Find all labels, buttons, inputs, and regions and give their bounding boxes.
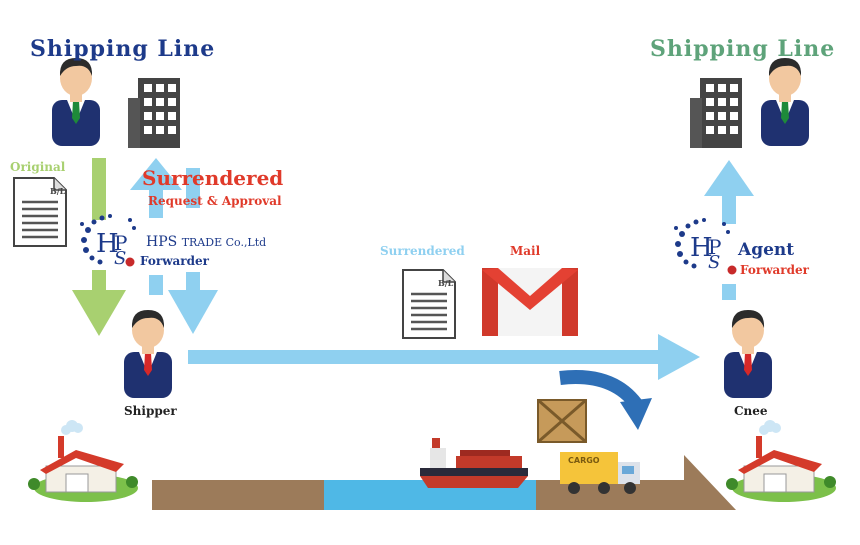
surrendered-request-arrow-up xyxy=(130,158,182,295)
shipper-label: Shipper xyxy=(124,404,177,418)
forwarder-right-label: Forwarder xyxy=(740,263,809,277)
cnee-person-icon xyxy=(724,310,772,398)
shipping-line-left-person-icon xyxy=(52,58,100,146)
cargo-truck-label: CARGO xyxy=(568,456,600,465)
forwarder-dot-right-icon xyxy=(727,265,737,275)
surrendered-title-label: Surrendered xyxy=(142,166,284,190)
cargo-truck-icon xyxy=(560,452,640,494)
forwarder-left-label: Forwarder xyxy=(140,254,209,268)
factory-right-icon xyxy=(725,419,837,503)
shipping-line-left-label: Shipping Line xyxy=(30,36,216,62)
factory-left-icon xyxy=(27,419,139,503)
hps-trade-label: HPS TRADE Co.,Ltd xyxy=(146,234,266,250)
shipping-line-right-label: Shipping Line xyxy=(650,36,836,62)
shipper-person-icon xyxy=(124,310,172,398)
surrendered-mail-label: Surrendered xyxy=(380,244,465,258)
surrendered-approval-arrow-down xyxy=(168,168,218,334)
original-label: Original xyxy=(10,160,66,174)
mail-envelope-icon xyxy=(482,268,578,336)
trade-co-text: TRADE Co.,Ltd xyxy=(181,236,267,249)
original-arrow-down xyxy=(72,158,126,336)
bl-label-middle: B/L xyxy=(438,278,454,288)
hps-text: HPS xyxy=(146,234,178,250)
request-approval-label: Request & Approval xyxy=(148,194,282,208)
ground-left xyxy=(152,480,324,510)
cargo-crate-icon xyxy=(537,398,587,444)
hps-logo-right-icon xyxy=(674,218,730,273)
shipping-line-right-building-icon xyxy=(690,78,742,148)
shipping-line-right-person-icon xyxy=(761,58,809,146)
bl-label-left: B/L xyxy=(50,186,66,196)
cnee-label: Cnee xyxy=(734,404,768,418)
container-ship-icon xyxy=(420,438,528,488)
agent-label: Agent xyxy=(738,240,795,260)
mail-label: Mail xyxy=(510,244,541,258)
forwarder-dot-left-icon xyxy=(125,257,135,267)
agent-to-shipping-line-arrow-up xyxy=(704,160,754,300)
shipping-line-left-building-icon xyxy=(128,78,180,148)
mail-transfer-arrow xyxy=(188,334,700,380)
cargo-curved-arrow xyxy=(559,370,652,430)
